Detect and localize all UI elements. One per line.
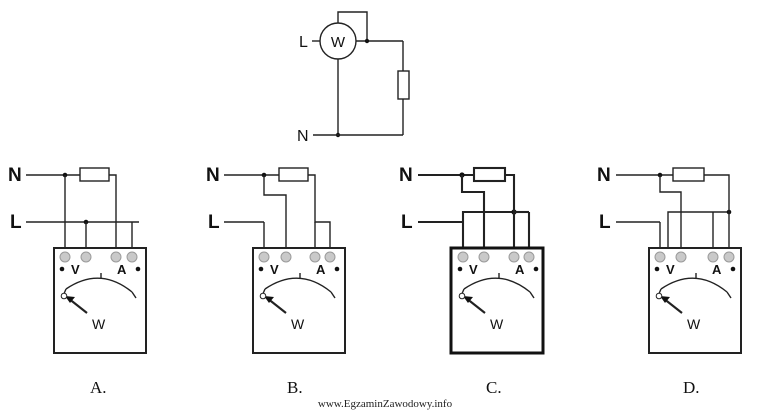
option-c: N L V A W C.	[399, 165, 545, 397]
watermark: www.EgzaminZawodowy.info	[318, 398, 453, 410]
load-resistor	[397, 70, 410, 100]
option-c-load-resistor	[472, 166, 507, 183]
option-d-caption: D.	[683, 378, 700, 397]
option-d-terminal-4	[723, 251, 735, 263]
svg-text:A: A	[712, 262, 722, 277]
option-a-caption: A.	[90, 378, 107, 397]
svg-text:W: W	[490, 316, 504, 332]
option-d-terminal-3	[707, 251, 719, 263]
option-b-n-label: N	[206, 165, 220, 186]
option-b-wattmeter-box	[252, 247, 346, 354]
reference-schematic: L W N	[297, 11, 410, 145]
option-a-n-label: N	[8, 165, 22, 186]
option-c-terminal-4	[523, 251, 535, 263]
option-c-l-label: L	[401, 212, 413, 233]
option-b-terminal-2	[280, 251, 292, 263]
svg-text:A: A	[117, 262, 127, 277]
option-c-scale-arc	[463, 277, 531, 293]
option-a-terminal-3	[110, 251, 122, 263]
option-d-scale-arc	[660, 277, 728, 293]
option-c-wattmeter-box	[449, 246, 545, 355]
svg-text:V: V	[71, 262, 80, 277]
schematic-voltage-tap	[337, 11, 368, 41]
option-c-terminal-3	[508, 251, 520, 263]
schematic-n-label: N	[297, 128, 309, 145]
option-a-load-resistor	[79, 167, 110, 182]
option-c-n-label: N	[399, 165, 413, 186]
option-a-l-label: L	[10, 212, 22, 233]
option-a-scale-arc	[65, 277, 133, 293]
option-d: N L V A W D.	[597, 165, 742, 397]
option-b-terminal-4	[324, 251, 336, 263]
option-a-terminal-1	[59, 251, 71, 263]
option-b: N L V A W B.	[206, 165, 346, 397]
option-d-terminal-2	[675, 251, 687, 263]
option-d-l-label: L	[599, 212, 611, 233]
svg-text:W: W	[92, 316, 106, 332]
svg-text:V: V	[469, 262, 478, 277]
option-b-terminal-1	[258, 251, 270, 263]
option-d-wattmeter-box	[648, 247, 742, 354]
option-c-terminal-2	[478, 251, 490, 263]
schematic-l-label: L	[299, 34, 308, 51]
option-d-terminal-1	[654, 251, 666, 263]
option-d-n-label: N	[597, 165, 611, 186]
option-a-terminal-4	[126, 251, 138, 263]
svg-text:W: W	[687, 316, 701, 332]
svg-text:A: A	[316, 262, 326, 277]
option-b-caption: B.	[287, 378, 303, 397]
svg-text:V: V	[270, 262, 279, 277]
option-d-load-resistor	[672, 167, 705, 182]
option-a: N L V A W A.	[8, 165, 147, 397]
schematic-node-top	[364, 38, 370, 44]
option-b-terminal-3	[309, 251, 321, 263]
svg-text:V: V	[666, 262, 675, 277]
option-a-wattmeter-box	[53, 247, 147, 354]
option-a-terminal-2	[80, 251, 92, 263]
option-b-l-label: L	[208, 212, 220, 233]
wattmeter-symbol-label: W	[331, 34, 346, 51]
svg-text:W: W	[291, 316, 305, 332]
svg-text:A: A	[515, 262, 525, 277]
option-b-load-resistor	[278, 167, 309, 182]
option-c-terminal-1	[457, 251, 469, 263]
option-c-caption: C.	[486, 378, 502, 397]
option-b-scale-arc	[264, 277, 332, 293]
